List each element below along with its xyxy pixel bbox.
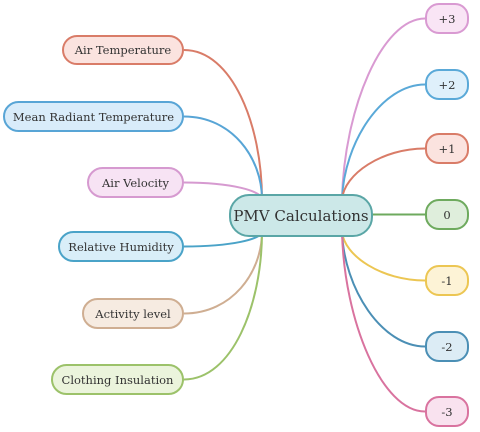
input-node-activity-level: Activity level xyxy=(82,298,184,329)
scale-node-minus-2: -2 xyxy=(425,331,469,362)
center-node-pmv-calculations: PMV Calculations xyxy=(229,194,373,237)
input-node-mean-radiant-temperature: Mean Radiant Temperature xyxy=(3,101,184,132)
connector-plus-2 xyxy=(341,83,426,200)
scale-node-plus-2: +2 xyxy=(425,69,469,100)
input-node-clothing-insulation: Clothing Insulation xyxy=(51,364,184,395)
input-node-relative-humidity: Relative Humidity xyxy=(58,231,184,262)
input-node-air-temperature: Air Temperature xyxy=(62,35,184,65)
connector-plus-3 xyxy=(341,17,426,200)
connector-minus-1 xyxy=(341,231,426,282)
connector-air-temperature xyxy=(183,49,263,200)
connector-clothing-insulation xyxy=(183,231,263,381)
connector-minus-3 xyxy=(341,231,426,413)
scale-node-plus-3: +3 xyxy=(425,3,469,34)
scale-node-minus-1: -1 xyxy=(425,265,469,296)
connector-plus-1 xyxy=(341,147,426,200)
scale-node-minus-3: -3 xyxy=(425,396,469,427)
input-node-air-velocity: Air Velocity xyxy=(87,167,184,198)
connector-minus-2 xyxy=(341,231,426,348)
scale-node-plus-1: +1 xyxy=(425,133,469,164)
scale-node-zero: 0 xyxy=(425,199,469,230)
connector-mean-radiant-temperature xyxy=(183,115,263,200)
